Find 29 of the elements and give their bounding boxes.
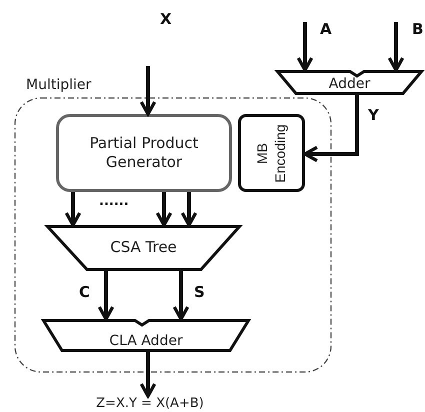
arrow [172, 270, 190, 321]
arrow [140, 350, 156, 398]
block-label: Adder [328, 74, 370, 93]
trapezoid-block [46, 225, 241, 271]
group-title: Multiplier [26, 77, 92, 93]
adder-block [276, 70, 423, 95]
block-label: MB Encoding [254, 122, 289, 184]
arrow [303, 95, 359, 162]
arrow [180, 192, 198, 227]
ellipsis-label: ...... [99, 195, 129, 208]
block-label: CLA Adder [109, 332, 183, 350]
process-box [56, 114, 232, 192]
edge-label: Y [368, 108, 379, 123]
edge-label: X [160, 12, 172, 27]
output-equation: Z=X.Y = X(A+B) [96, 396, 204, 412]
arrow [64, 192, 82, 227]
arrow [296, 22, 314, 72]
arrow [388, 22, 404, 72]
block-label: CSA Tree [110, 238, 177, 258]
block-label: Partial Product Generator [88, 134, 200, 172]
process-box [238, 114, 305, 192]
edge-label: C [79, 285, 90, 300]
arrow [140, 66, 156, 116]
edge-label: S [194, 285, 205, 300]
arrow [156, 192, 172, 227]
edge-label: B [412, 22, 424, 37]
adder-block [42, 319, 250, 352]
arrow [98, 270, 114, 321]
edge-label: A [320, 22, 332, 37]
